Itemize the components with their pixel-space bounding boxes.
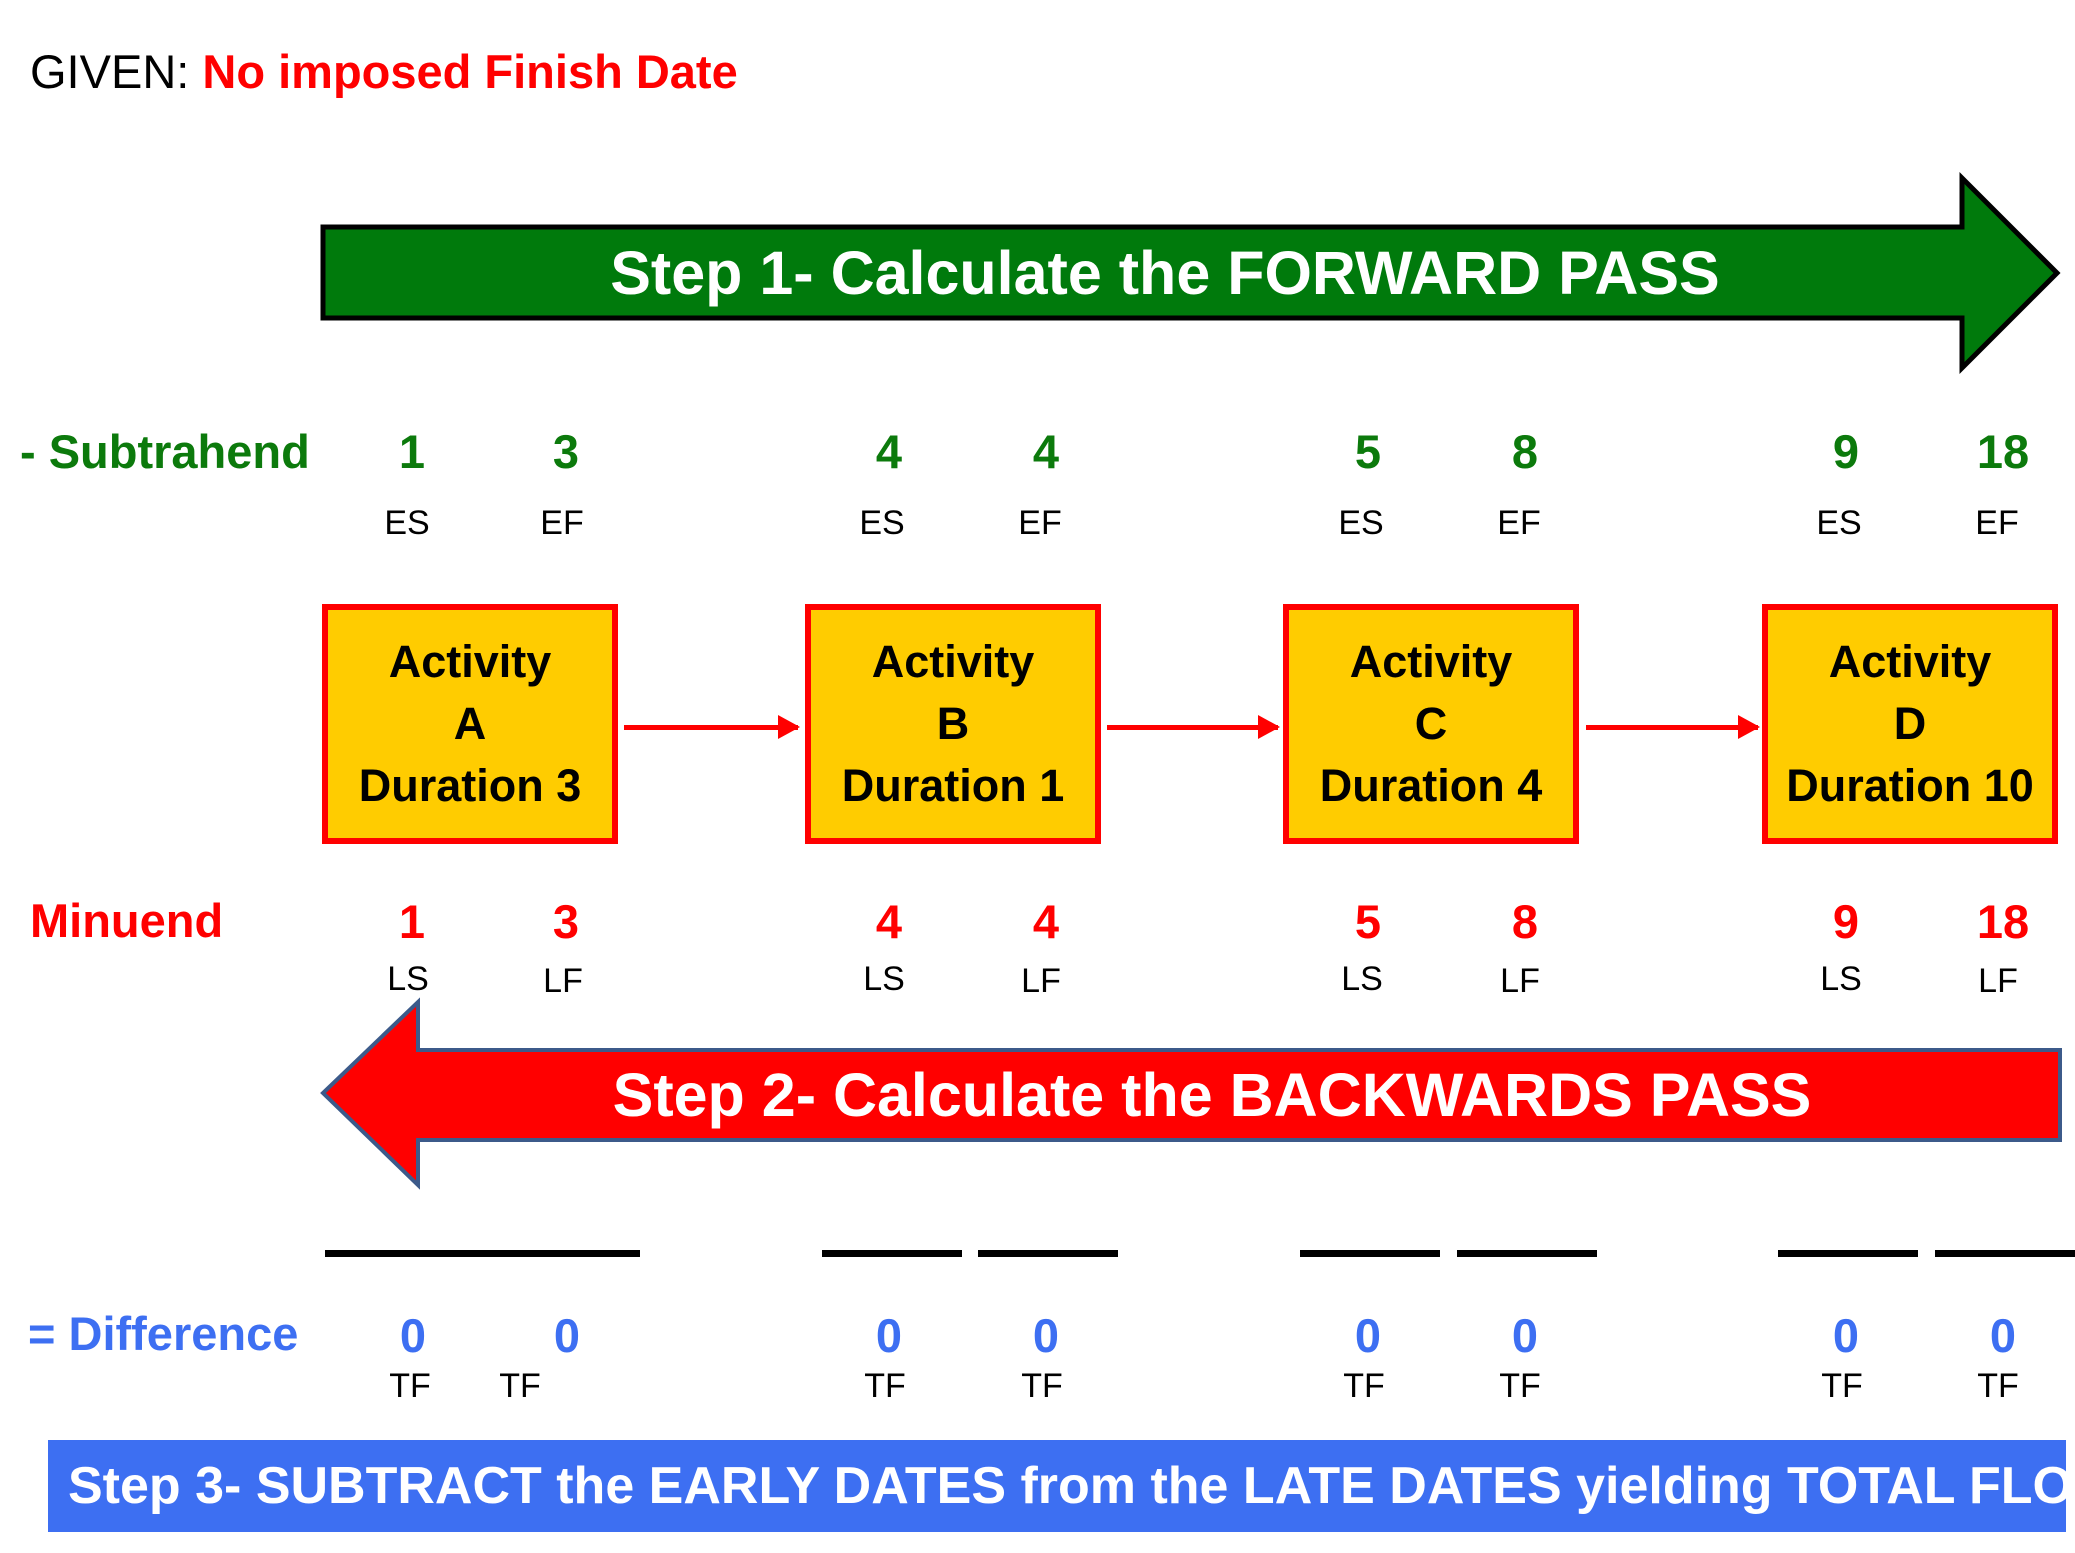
early-finish-tag: EF [540, 504, 584, 542]
activity-box: Activity B Duration 1 [805, 604, 1101, 844]
early-start-tag: ES [1816, 504, 1862, 542]
activity-letter: B [936, 698, 970, 749]
early-finish-value: 4 [1032, 425, 1060, 478]
total-float-value: 0 [1354, 1309, 1382, 1362]
underline [1935, 1250, 2075, 1257]
late-start-value: 4 [875, 895, 903, 948]
total-float-value: 0 [553, 1309, 581, 1362]
total-float-tag: TF [389, 1367, 431, 1405]
early-finish-tag: EF [1018, 504, 1062, 542]
early-start-tag: ES [384, 504, 430, 542]
activity-duration: Duration 1 [841, 760, 1065, 811]
late-finish-value: 8 [1511, 895, 1539, 948]
early-finish-tag: EF [1497, 504, 1541, 542]
total-float-value: 0 [1032, 1309, 1060, 1362]
late-finish-tag: LF [1021, 962, 1061, 1000]
underline [978, 1250, 1118, 1257]
activity-duration: Duration 4 [1319, 760, 1543, 811]
dependency-arrow-a-b [624, 715, 800, 739]
activity-box: Activity C Duration 4 [1283, 604, 1579, 844]
early-start-value: 9 [1832, 425, 1860, 478]
total-float-value: 0 [1989, 1309, 2017, 1362]
activity-box: Activity A Duration 3 [322, 604, 618, 844]
underline [822, 1250, 962, 1257]
given-statement: GIVEN: No imposed Finish Date [30, 44, 738, 99]
early-start-value: 4 [875, 425, 903, 478]
total-float-tag: TF [1021, 1367, 1063, 1405]
total-float-tag: TF [499, 1367, 541, 1405]
total-float-value: 0 [399, 1309, 427, 1362]
activity-box: Activity D Duration 10 [1762, 604, 2058, 844]
step3-label: Step 3- SUBTRACT the EARLY DATES from th… [68, 1457, 2075, 1515]
underline [1300, 1250, 1440, 1257]
total-float-value: 0 [875, 1309, 903, 1362]
late-finish-tag: LF [1500, 962, 1540, 1000]
underline [1457, 1250, 1597, 1257]
difference-label: = Difference [28, 1307, 299, 1360]
late-start-value: 5 [1354, 895, 1382, 948]
total-float-value: 0 [1832, 1309, 1860, 1362]
late-finish-value: 4 [1032, 895, 1060, 948]
dependency-arrow-c-d [1586, 715, 1760, 739]
late-start-value: 1 [398, 895, 426, 948]
early-finish-value: 8 [1511, 425, 1539, 478]
late-finish-value: 3 [552, 895, 580, 948]
late-start-tag: LS [1341, 960, 1383, 998]
total-float-tag: TF [1343, 1367, 1385, 1405]
given-label: GIVEN: [30, 45, 190, 98]
given-value: No imposed Finish Date [202, 45, 738, 98]
total-float-tag: TF [1499, 1367, 1541, 1405]
activity-letter: A [453, 698, 487, 749]
late-start-value: 9 [1832, 895, 1860, 948]
activity-letter: C [1414, 698, 1448, 749]
underline [1778, 1250, 1918, 1257]
dependency-arrow-b-c [1107, 715, 1280, 739]
activity-title: Activity [871, 636, 1035, 687]
activity-duration: Duration 10 [1786, 760, 2034, 811]
subtrahend-label: - Subtrahend [20, 425, 310, 478]
late-start-tag: LS [1820, 960, 1862, 998]
late-start-tag: LS [863, 960, 905, 998]
early-start-value: 1 [398, 425, 426, 478]
late-finish-value: 18 [1976, 895, 2030, 948]
early-start-value: 5 [1354, 425, 1382, 478]
backward-pass-label: Step 2- Calculate the BACKWARDS PASS [612, 1061, 1812, 1129]
activity-letter: D [1893, 698, 1927, 749]
activity-title: Activity [1828, 636, 1992, 687]
total-float-tag: TF [1821, 1367, 1863, 1405]
activity-title: Activity [1349, 636, 1513, 687]
activity-title: Activity [388, 636, 552, 687]
minuend-label: Minuend [30, 894, 224, 947]
activity-duration: Duration 3 [358, 760, 582, 811]
total-float-tag: TF [1977, 1367, 2019, 1405]
total-float-tag: TF [864, 1367, 906, 1405]
total-float-value: 0 [1511, 1309, 1539, 1362]
step3-banner: Step 3- SUBTRACT the EARLY DATES from th… [48, 1440, 2075, 1532]
late-finish-tag: LF [1978, 962, 2018, 1000]
early-start-tag: ES [1338, 504, 1384, 542]
late-finish-tag: LF [543, 962, 583, 1000]
late-start-tag: LS [387, 960, 429, 998]
early-finish-value: 18 [1976, 425, 2030, 478]
underline [325, 1250, 640, 1257]
early-start-tag: ES [859, 504, 905, 542]
forward-pass-label: Step 1- Calculate the FORWARD PASS [610, 239, 1720, 307]
early-finish-tag: EF [1975, 504, 2019, 542]
early-finish-value: 3 [552, 425, 580, 478]
